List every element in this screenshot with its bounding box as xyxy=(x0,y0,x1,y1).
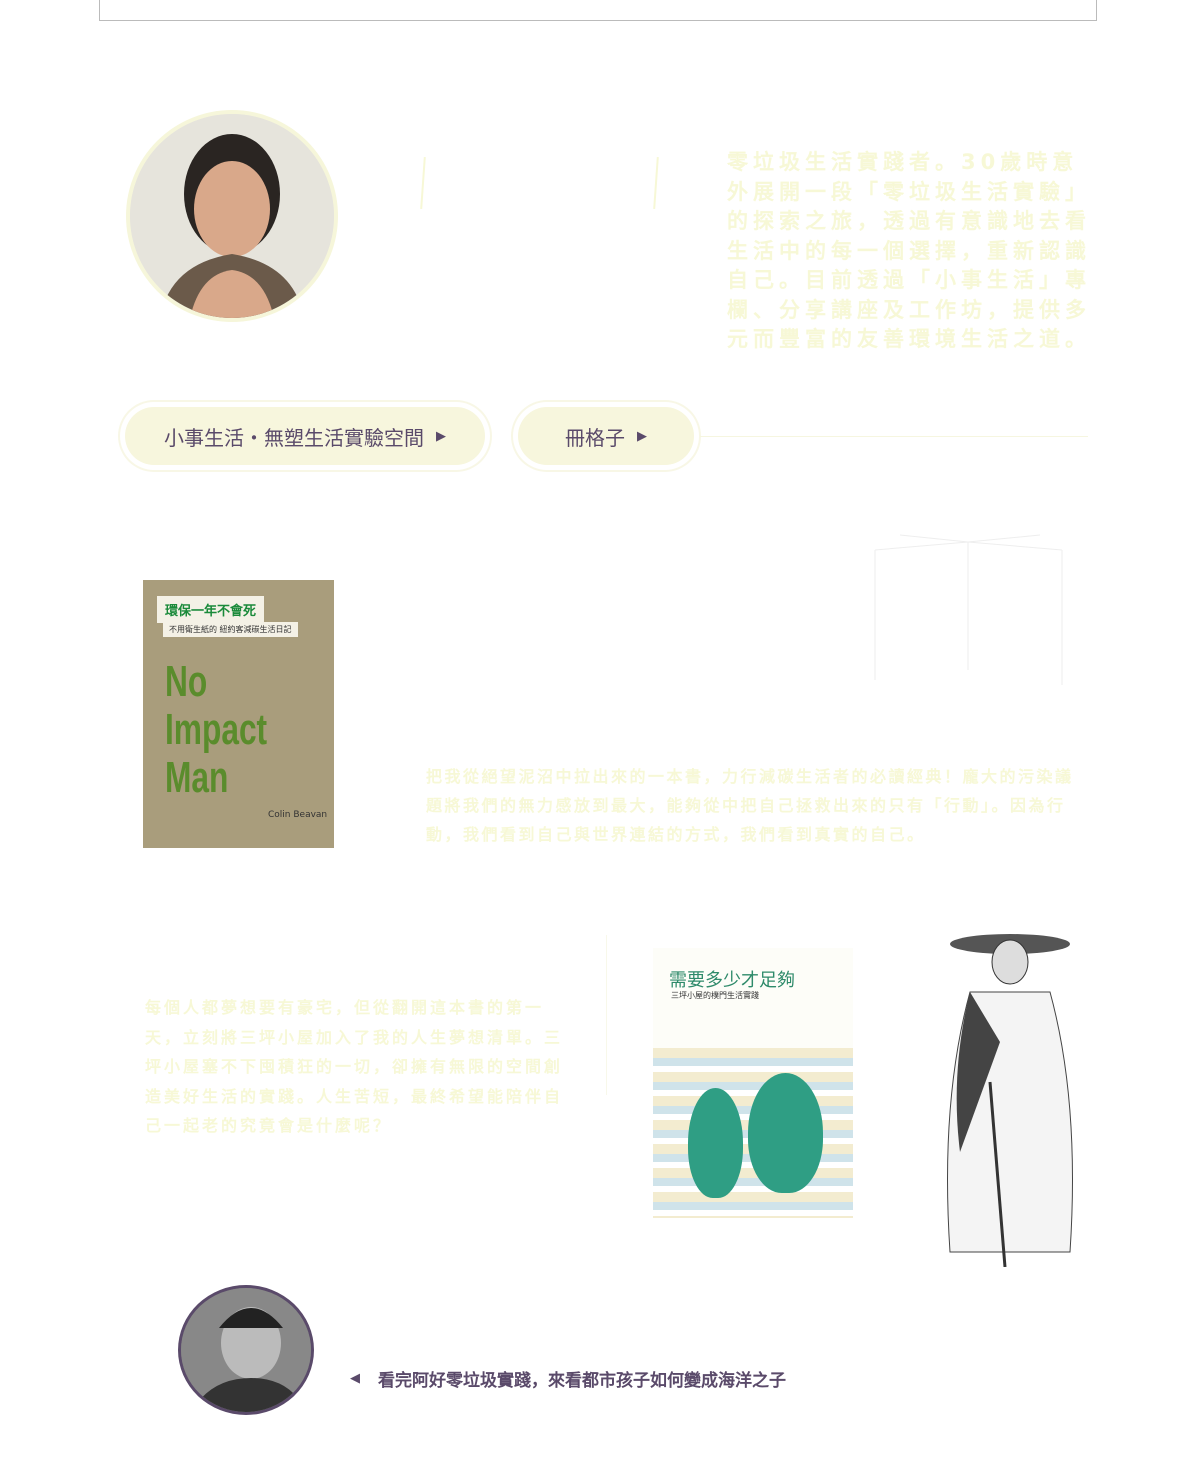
cegezi-button[interactable]: 冊格子 ▶ xyxy=(518,407,694,465)
triangle-right-icon: ▶ xyxy=(436,428,446,444)
cover-subtitle: 不用衛生紙的 紐約客減碳生活日記 xyxy=(163,622,298,637)
book-cover-how-much-is-enough[interactable]: 需要多少才足夠 三坪小屋的樸門生活實踐 xyxy=(653,948,853,1218)
quote-mark-right xyxy=(653,156,659,210)
cover-title: 需要多少才足夠 xyxy=(669,970,795,991)
xiaoshi-life-button[interactable]: 小事生活・無塑生活實驗空間 ▶ xyxy=(125,407,485,465)
divider xyxy=(606,935,607,1095)
triangle-left-icon: ◀ xyxy=(350,1371,360,1386)
button-label: 小事生活・無塑生活實驗空間 xyxy=(164,425,424,450)
triangle-right-icon: ▶ xyxy=(637,428,647,444)
book-description: 把我從絕望泥沼中拉出來的一本書，力行減碳生活者的必讀經典！龐大的污染議題將我們的… xyxy=(426,767,1074,844)
sketch-figure-illustration xyxy=(947,934,1073,1267)
link-label: 看完阿好零垃圾實踐，來看都市孩子如何變成海洋之子 xyxy=(378,1371,786,1391)
author-photo xyxy=(126,110,338,322)
cover-author: Colin Beavan xyxy=(268,810,328,820)
related-article-link[interactable]: ◀ 看完阿好零垃圾實踐，來看都市孩子如何變成海洋之子 xyxy=(350,1366,786,1391)
button-label: 冊格子 xyxy=(565,425,625,450)
related-article-avatar[interactable] xyxy=(178,1285,314,1415)
quote-mark-left xyxy=(420,156,426,210)
book-description: 每個人都夢想要有豪宅，但從翻開這本書的第一天，立刻將三坪小屋加入了我的人生夢想清… xyxy=(145,998,564,1135)
author-bio: 零垃圾生活實踐者。30歲時意外展開一段「零垃圾生活實驗」的探索之旅，透過有意識地… xyxy=(727,150,1091,351)
divider xyxy=(700,436,1088,437)
cover-title: 環保一年不會死 xyxy=(157,596,265,623)
top-frame xyxy=(99,0,1097,21)
cover-subtitle: 三坪小屋的樸門生活實踐 xyxy=(671,991,759,1000)
cover-illustration xyxy=(653,1048,853,1218)
book-cover-no-impact-man[interactable]: 環保一年不會死 不用衛生紙的 紐約客減碳生活日記 No Impact Man C… xyxy=(143,580,334,848)
open-book-sketch xyxy=(874,534,1063,685)
cover-big-title: No Impact Man xyxy=(165,657,268,802)
